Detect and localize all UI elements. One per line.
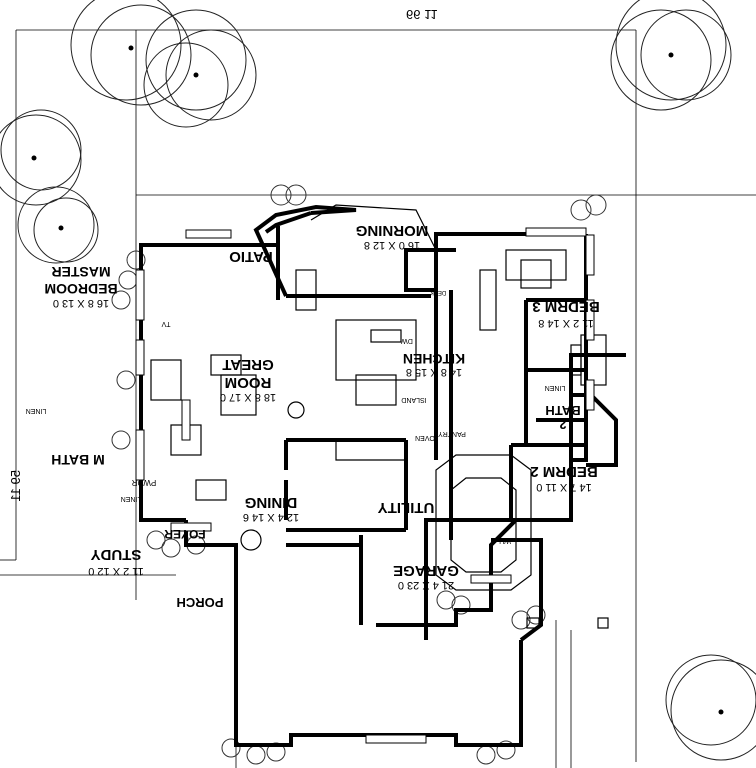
- kitchen-label: KITCHEN: [403, 351, 465, 367]
- tv-label: TV: [161, 320, 170, 327]
- island-label: ISLAND: [401, 396, 426, 403]
- depth-dimension: 59 11: [8, 470, 23, 502]
- water-heater-icon: [240, 529, 262, 551]
- interior-details: [150, 249, 607, 501]
- porch-post: [526, 617, 540, 629]
- tree-bottom-left: [665, 654, 756, 761]
- bath2-label-2: 2: [559, 417, 566, 432]
- porch-label: PORCH: [177, 595, 224, 610]
- morning-size: 16 0 X 12 8: [364, 239, 420, 251]
- bedrm3-size: 11 2 X 14 8: [538, 317, 593, 329]
- tree-top-right: [0, 109, 99, 264]
- master-label-2: BEDROOM: [44, 281, 117, 297]
- exterior-walls: [139, 204, 588, 747]
- pwdr-label: PWDR: [132, 478, 157, 487]
- tree-top-mid: [70, 0, 257, 128]
- patio-label: PATIO: [229, 248, 273, 265]
- mbath-label: M BATH: [51, 452, 104, 468]
- dimension-labels: 66 11 59 11: [8, 7, 438, 502]
- master-label-1: MASTER: [51, 264, 110, 280]
- linen-mbath-label-1: LINEN: [26, 407, 47, 414]
- interior-walls: [284, 290, 626, 640]
- bedrm2-label: BEDRM 2: [530, 463, 598, 480]
- tree-top-left: [610, 0, 732, 111]
- dining-size: 12 4 X 14 6: [243, 511, 299, 523]
- dining-bay: [435, 454, 532, 591]
- lot-lines: [0, 29, 756, 768]
- great-room-label-1: GREAT: [222, 356, 273, 373]
- wh-label: WH: [499, 537, 511, 544]
- dining-label: DINING: [245, 494, 298, 511]
- utility-label: UTILITY: [378, 499, 435, 516]
- dining-table: [450, 477, 517, 573]
- width-dimension: 66 11: [406, 7, 438, 22]
- oven-label: OVEN: [415, 434, 435, 441]
- garage-label: GARAGE: [393, 562, 459, 579]
- kitchen-size: 14 8 X 15 8: [406, 366, 462, 378]
- study-label: STUDY: [91, 546, 142, 563]
- bedrm2-size: 14 7 X 11 0: [536, 481, 591, 493]
- dw-label: DW: [401, 337, 413, 344]
- foyer-label: FOYER: [164, 527, 206, 541]
- morning-bay: [310, 204, 437, 251]
- study-size: 11 2 X 12 0: [88, 565, 143, 577]
- porch-post-2: [597, 617, 609, 629]
- great-room-size: 18 8 X 17 0: [220, 391, 276, 403]
- bath2-label-1: BATH: [545, 403, 580, 418]
- garage-size: 21 4 X 23 0: [398, 579, 454, 591]
- room-labels: MORNING 16 0 X 12 8 PATIO MASTER BEDROOM…: [26, 222, 600, 610]
- desk-label: DESK: [430, 289, 446, 295]
- great-room-label-2: ROOM: [225, 374, 272, 391]
- shrubs: [111, 184, 607, 765]
- bedrm3-label: BEDRM 3: [532, 298, 600, 315]
- windows: [135, 227, 595, 744]
- master-size: 16 8 X 13 0: [53, 297, 109, 309]
- morning-label: MORNING: [356, 222, 429, 239]
- linen-bath2-label: LINEN: [545, 384, 566, 391]
- linen-mbath-label-2: LINEN: [121, 495, 142, 502]
- pantry-label: PANTRY: [438, 430, 466, 437]
